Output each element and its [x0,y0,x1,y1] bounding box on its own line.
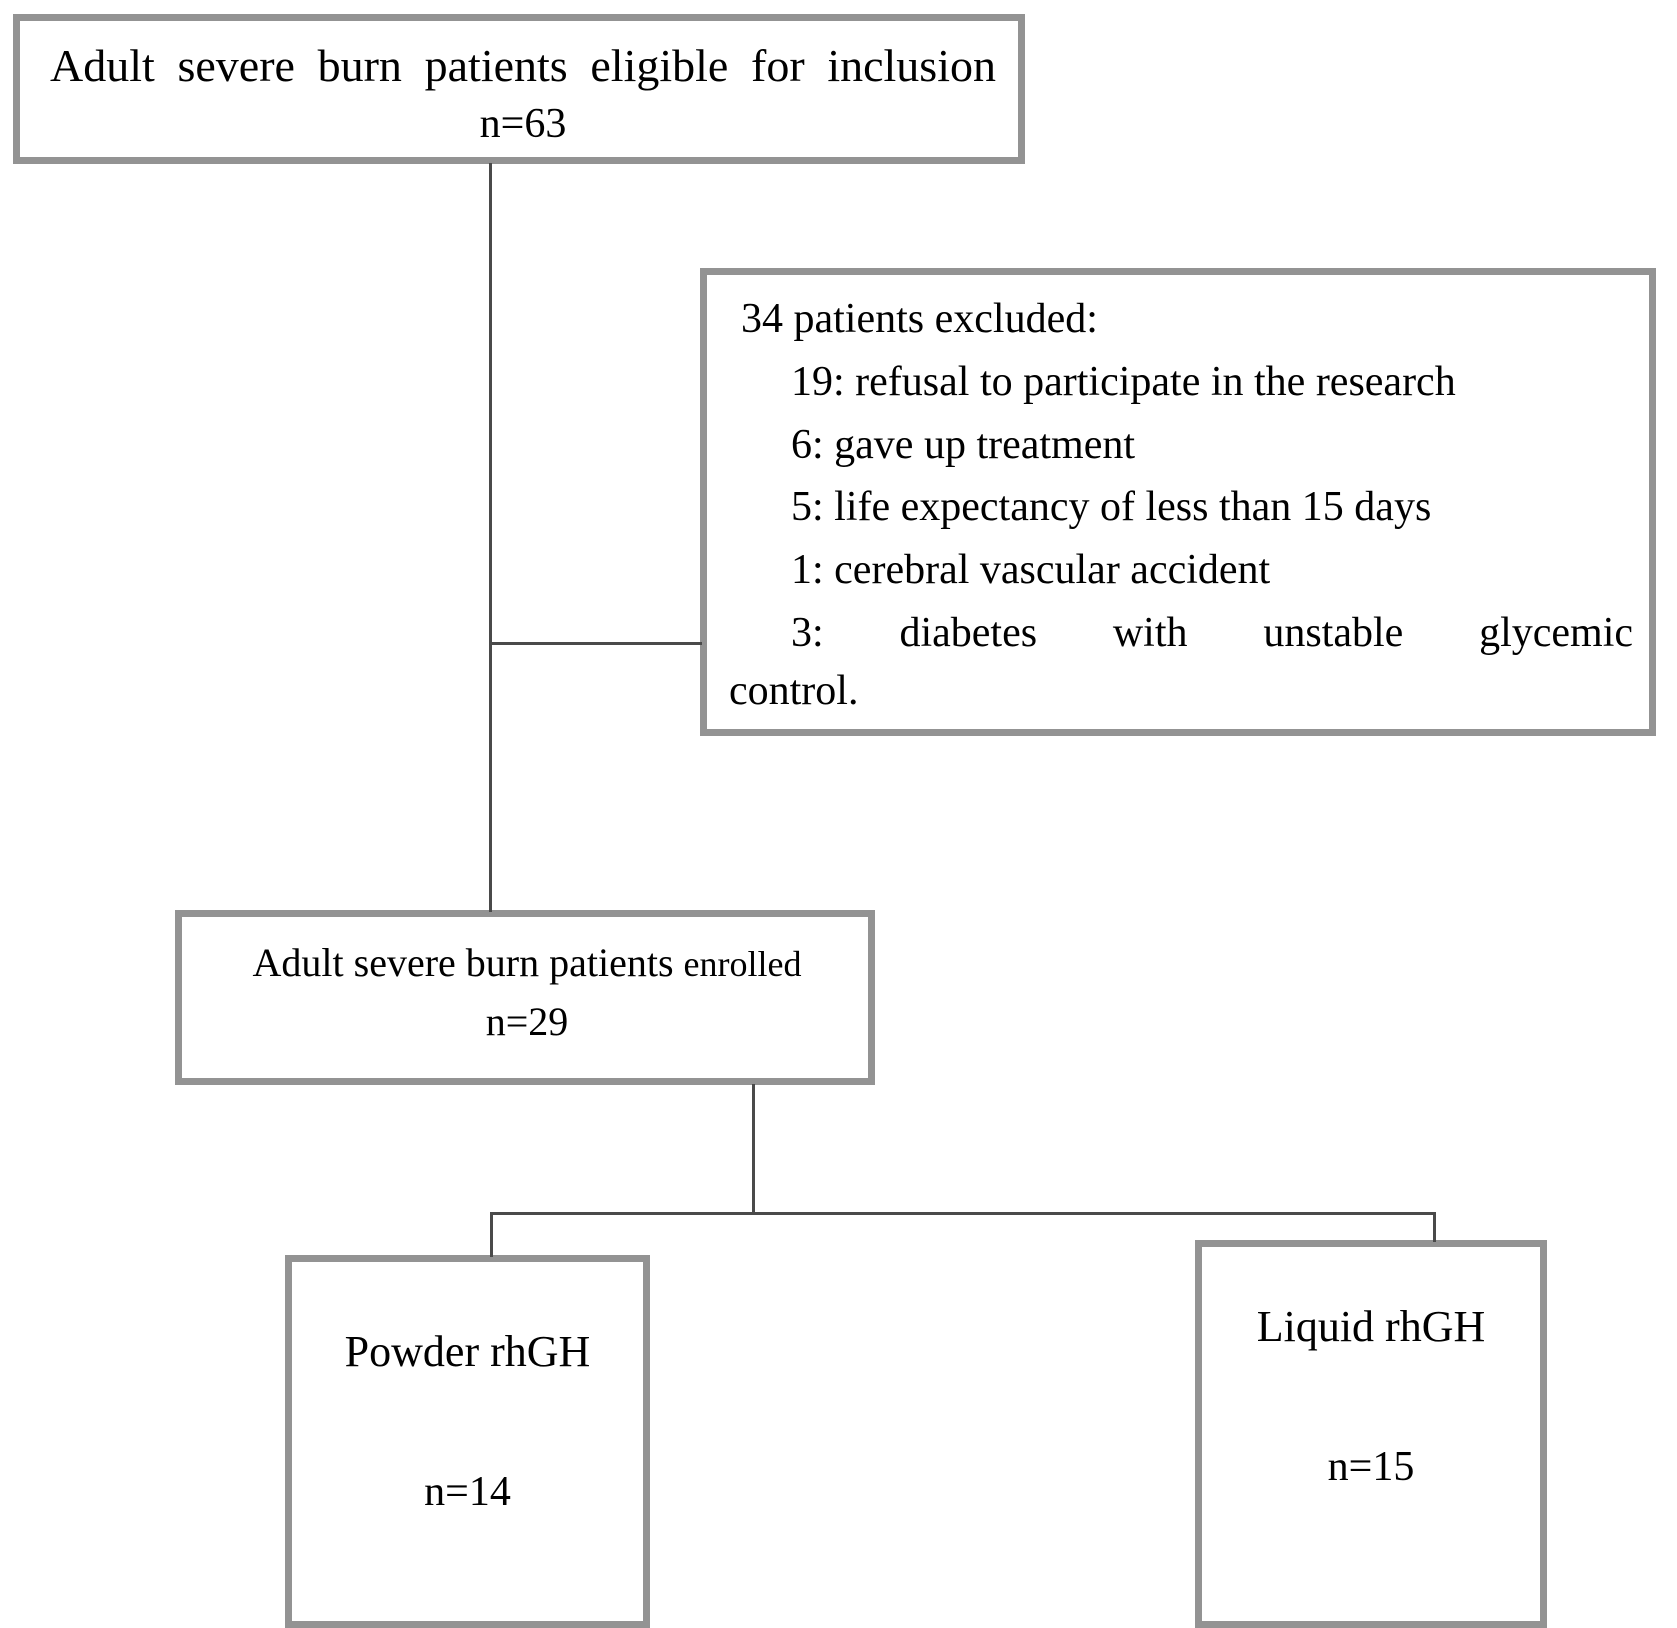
excluded-reason-1: 6: gave up treatment [791,421,1136,468]
node-enrolled-content: Adult severe burn patients enrolled n=29 [206,937,848,1047]
connector-to-liquid-rhgh [1433,1212,1436,1242]
excluded-reason-0: 19: refusal to participate in the resear… [791,358,1456,405]
node-powder-rhgh-box: Powder rhGH n=14 [285,1255,650,1628]
node-liquid-rhgh-box: Liquid rhGH n=15 [1195,1240,1547,1628]
excluded-heading: 34 patients excluded: [741,296,1098,342]
node-powder-count: n=14 [424,1469,511,1516]
node-eligible-content: Adult severe burn patients eligible for … [50,37,996,152]
node-enrolled-box: Adult severe burn patients enrolled n=29 [175,910,875,1085]
connector-eligible-to-enrolled-lower [489,644,492,912]
connector-split-horizontal [490,1212,1436,1215]
node-eligible-count: n=63 [479,100,567,147]
node-excluded-box: 34 patients excluded: 19: refusal to par… [700,268,1656,736]
excluded-reason-4: 3: diabetes with unstable glycemic [791,609,1633,656]
node-enrolled-label-main: Adult severe burn patients [252,940,684,985]
node-eligible-box: Adult severe burn patients eligible for … [13,14,1025,164]
node-powder-label: Powder rhGH [344,1327,591,1376]
connector-enrolled-down [752,1084,755,1214]
node-enrolled-label: Adult severe burn patients enrolled [206,937,848,988]
connector-eligible-to-enrolled-upper [489,163,492,645]
node-enrolled-label-small: enrolled [683,944,802,984]
node-liquid-label: Liquid rhGH [1256,1302,1486,1351]
node-liquid-content: Liquid rhGH n=15 [1212,1299,1530,1495]
connector-to-powder-rhgh [490,1212,493,1257]
excluded-reason-2: 5: life expectancy of less than 15 days [791,484,1432,531]
excluded-reason-3: 1: cerebral vascular accident [791,547,1271,593]
node-powder-content: Powder rhGH n=14 [302,1324,633,1520]
node-excluded-content: 34 patients excluded: 19: refusal to par… [729,293,1633,718]
connector-to-excluded-horizontal [489,642,702,645]
excluded-reason-continuation: control. [729,667,859,714]
node-eligible-label: Adult severe burn patients eligible for … [50,40,996,91]
node-liquid-count: n=15 [1327,1444,1415,1491]
node-enrolled-count: n=29 [485,999,569,1045]
